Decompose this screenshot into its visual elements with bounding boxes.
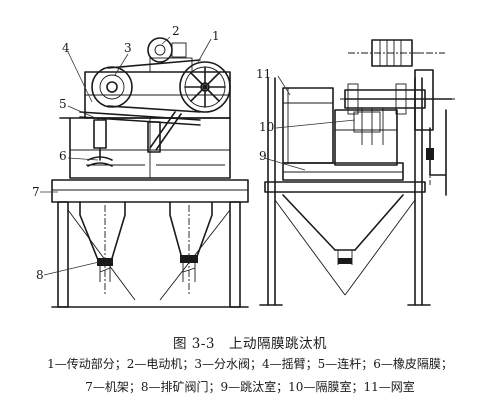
water-pipes: [426, 109, 447, 196]
callout-11: 11: [256, 67, 271, 81]
flywheel: [179, 61, 231, 113]
distribution-valve-pulley: [91, 66, 133, 108]
callout-numbers: 1 2 3 4 5 6 7 8 9 10 11: [32, 24, 274, 282]
side-hopper: [274, 194, 416, 296]
jig-chamber: [282, 162, 404, 181]
figure-legend-line-2: 7—机架；8—排矿阀门；9—跳汰室；10—隔膜室；11—网室: [85, 380, 415, 394]
side-drive-shaft: [340, 69, 455, 131]
rocker-and-rod: [79, 111, 201, 153]
machine-frame-front: [51, 179, 249, 308]
front-view: [51, 37, 249, 308]
side-view: [259, 39, 455, 306]
callout-8: 8: [36, 268, 44, 282]
electric-motor: [147, 37, 187, 63]
leader-lines: [40, 36, 356, 276]
figure-title: 上动隔膜跳汰机: [229, 336, 328, 352]
drive-section: [84, 57, 231, 119]
callout-5: 5: [59, 97, 67, 111]
screen-chamber: [282, 87, 334, 164]
callout-2: 2: [172, 24, 180, 38]
discharge-valves: [97, 255, 198, 266]
callout-6: 6: [59, 149, 67, 163]
side-cross-beam: [264, 181, 426, 193]
side-rods: [361, 108, 384, 145]
side-motor: [348, 39, 445, 67]
figure-caption-title: 图 3-3 上动隔膜跳汰机: [0, 332, 500, 352]
figure-number: 图 3-3: [172, 336, 216, 352]
callout-10: 10: [259, 120, 274, 134]
diaphragm-chamber: [334, 109, 398, 166]
discharge-hoppers: [79, 201, 213, 295]
callout-7: 7: [32, 185, 40, 199]
callout-3: 3: [124, 41, 132, 55]
callout-4: 4: [62, 41, 70, 55]
rubber-diaphragm: [87, 147, 113, 167]
jig-machine-drawing: 1 2 3 4 5 6 7 8 9 10 11: [32, 24, 455, 308]
callout-9: 9: [259, 149, 267, 163]
figure-legend-line-1: 1—传动部分；2—电动机；3—分水阀；4—摇臂；5—连杆；6—橡皮隔膜；: [47, 357, 453, 371]
callout-1: 1: [212, 29, 220, 43]
